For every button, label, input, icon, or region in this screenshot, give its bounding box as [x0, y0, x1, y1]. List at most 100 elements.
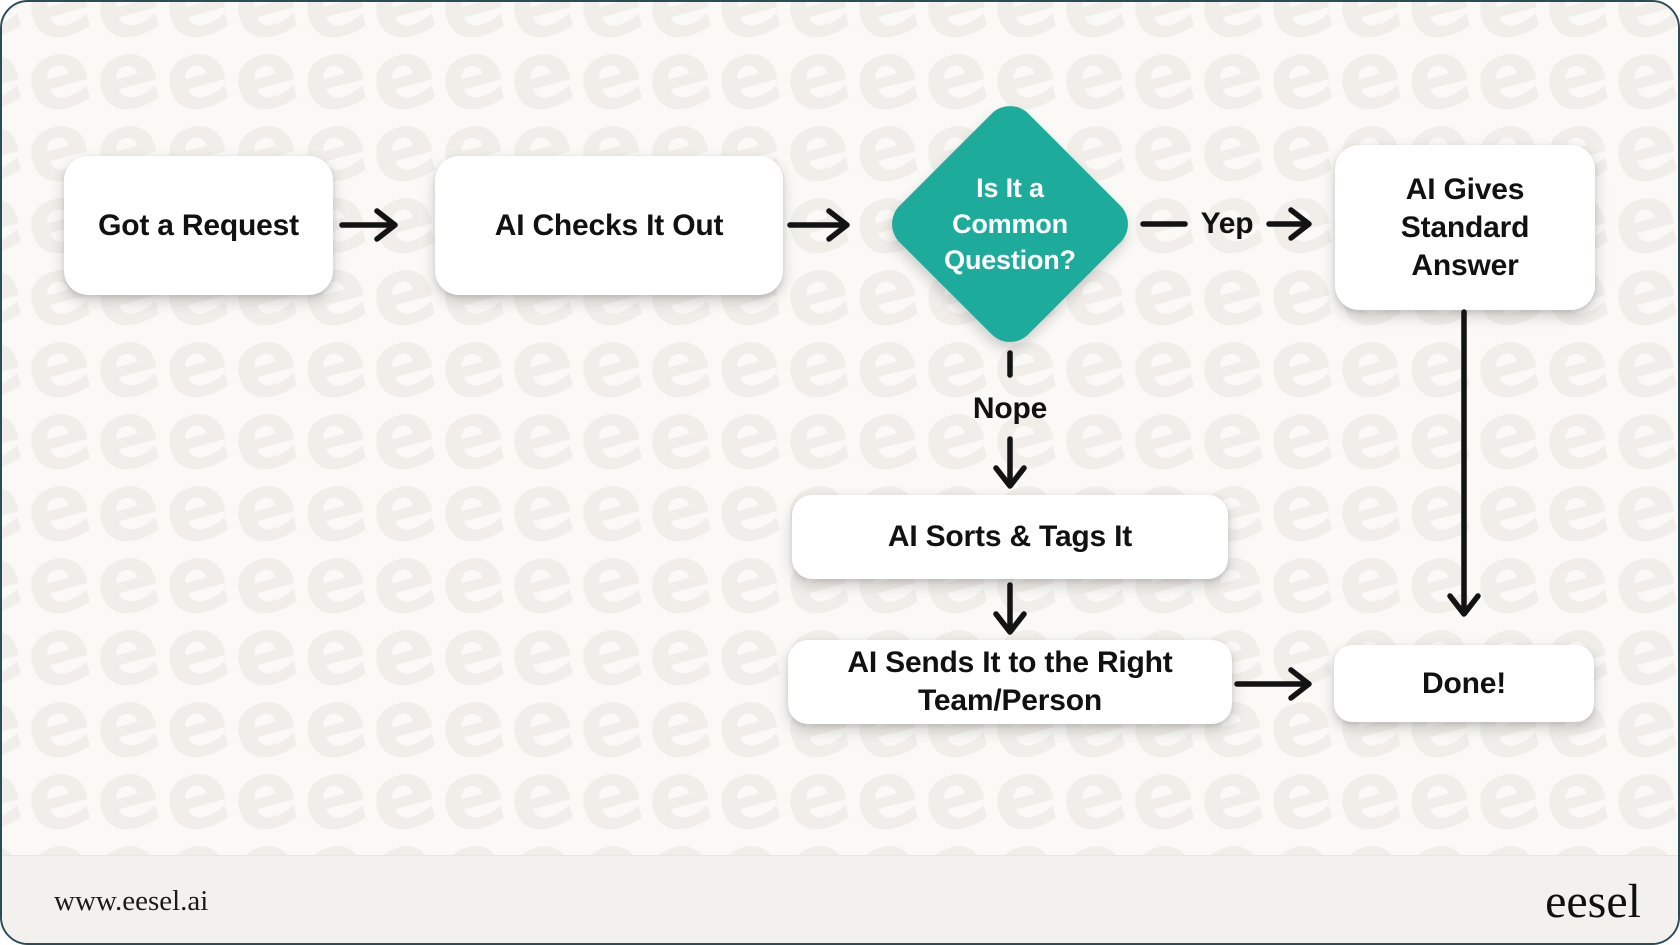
node-ai-checks-it-out: AI Checks It Out	[435, 156, 783, 295]
watermark-e: e	[81, 0, 173, 66]
watermark-e: e	[12, 14, 104, 138]
watermark-e: e	[495, 590, 587, 714]
watermark-e: e	[1392, 518, 1484, 642]
watermark-e: e	[81, 662, 173, 786]
edge-label-nope: Nope	[972, 392, 1048, 425]
watermark-e: e	[288, 0, 380, 66]
watermark-e: e	[633, 662, 725, 786]
watermark-e: e	[1323, 302, 1415, 426]
watermark-e: e	[426, 14, 518, 138]
watermark-e: e	[0, 734, 35, 858]
watermark-e: e	[633, 0, 725, 66]
watermark-e: e	[12, 590, 104, 714]
watermark-e: e	[81, 14, 173, 138]
watermark-e: e	[1392, 734, 1484, 858]
watermark-e: e	[357, 230, 449, 354]
watermark-e: e	[0, 518, 35, 642]
watermark-e: e	[1668, 158, 1680, 282]
watermark-e: e	[702, 14, 794, 138]
watermark-e: e	[1392, 14, 1484, 138]
watermark-e: e	[702, 0, 794, 66]
decision-line-3: Question?	[944, 245, 1076, 275]
watermark-e: e	[633, 590, 725, 714]
watermark-e: e	[771, 0, 863, 66]
watermark-e: e	[1254, 14, 1346, 138]
watermark-e: e	[12, 518, 104, 642]
watermark-e: e	[1599, 374, 1680, 498]
watermark-e: e	[81, 518, 173, 642]
watermark-e: e	[1323, 14, 1415, 138]
watermark-e: e	[771, 158, 863, 282]
watermark-e: e	[12, 662, 104, 786]
watermark-e: e	[1254, 302, 1346, 426]
watermark-e: e	[0, 86, 35, 210]
watermark-e: e	[1392, 0, 1484, 66]
watermark-e: e	[564, 0, 656, 66]
watermark-e: e	[12, 734, 104, 858]
watermark-e: e	[840, 14, 932, 138]
watermark-e: e	[81, 374, 173, 498]
watermark-e: e	[357, 0, 449, 66]
watermark-e: e	[150, 446, 242, 570]
watermark-e: e	[564, 590, 656, 714]
watermark-e: e	[0, 158, 35, 282]
watermark-e: e	[357, 590, 449, 714]
watermark-e: e	[771, 230, 863, 354]
watermark-e: e	[0, 590, 35, 714]
decision-label: Is It a Common Question?	[919, 133, 1101, 315]
watermark-e: e	[495, 302, 587, 426]
watermark-e: e	[1323, 734, 1415, 858]
arrow-nope-to-sort	[993, 436, 1027, 489]
watermark-e: e	[1116, 374, 1208, 498]
watermark-e: e	[1185, 230, 1277, 354]
watermark-e: e	[426, 302, 518, 426]
watermark-e: e	[495, 734, 587, 858]
watermark-e: e	[702, 446, 794, 570]
watermark-e: e	[1599, 14, 1680, 138]
node-line-2: Standard	[1400, 210, 1530, 244]
watermark-e: e	[0, 0, 35, 66]
watermark-e: e	[219, 446, 311, 570]
watermark-e: e	[702, 662, 794, 786]
watermark-e: e	[1599, 0, 1680, 66]
watermark-e: e	[1323, 374, 1415, 498]
watermark-e: e	[495, 374, 587, 498]
watermark-e: e	[1116, 86, 1208, 210]
watermark-e: e	[1599, 446, 1680, 570]
watermark-e: e	[357, 734, 449, 858]
watermark-e: e	[12, 0, 104, 66]
watermark-e: e	[840, 0, 932, 66]
watermark-e: e	[1530, 446, 1622, 570]
decision-line-2: Common	[952, 209, 1068, 239]
watermark-e: e	[0, 14, 35, 138]
watermark-e: e	[1254, 590, 1346, 714]
footer-bar: www.eesel.ai eesel	[2, 855, 1678, 943]
watermark-e: e	[1668, 446, 1680, 570]
arrow-yep-to-standard-answer	[1266, 207, 1312, 241]
arrow-sort-to-send	[993, 582, 1027, 635]
watermark-e: e	[495, 446, 587, 570]
watermark-e: e	[1254, 518, 1346, 642]
watermark-e: e	[150, 590, 242, 714]
watermark-e: e	[150, 14, 242, 138]
watermark-e: e	[288, 662, 380, 786]
watermark-e: e	[1461, 518, 1553, 642]
watermark-e: e	[1254, 446, 1346, 570]
watermark-e: e	[633, 734, 725, 858]
watermark-e: e	[1530, 0, 1622, 66]
watermark-e: e	[1185, 302, 1277, 426]
watermark-e: e	[426, 590, 518, 714]
watermark-e: e	[357, 446, 449, 570]
watermark-e: e	[978, 0, 1070, 66]
watermark-e: e	[771, 734, 863, 858]
watermark-e: e	[1461, 14, 1553, 138]
watermark-e: e	[1461, 302, 1553, 426]
watermark-e: e	[564, 374, 656, 498]
node-label: AI Checks It Out	[494, 208, 724, 242]
watermark-e: e	[288, 374, 380, 498]
watermark-e: e	[1116, 230, 1208, 354]
watermark-e: e	[771, 302, 863, 426]
watermark-e: e	[150, 518, 242, 642]
watermark-e: e	[633, 14, 725, 138]
watermark-e: e	[702, 734, 794, 858]
